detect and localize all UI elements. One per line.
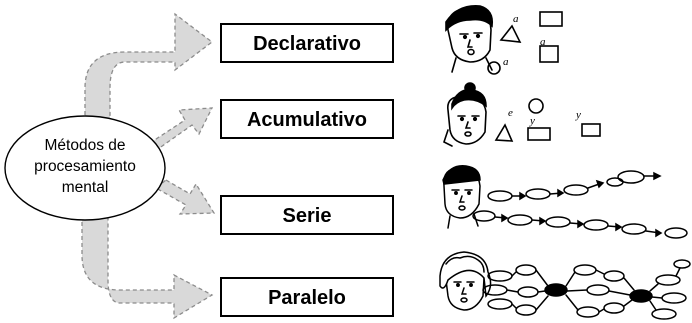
face-with-scattered-symbols-icon: a a a xyxy=(445,5,563,75)
method-label-acumulativo: Acumulativo xyxy=(247,109,367,131)
symbol-a-3: a xyxy=(540,36,546,48)
symbol-a-1: a xyxy=(513,13,519,25)
arrow-to-acumulativo xyxy=(148,107,214,150)
face-with-parallel-network-icon xyxy=(439,251,691,320)
arrow-to-paralelo xyxy=(81,214,214,320)
center-line-1: Métodos de xyxy=(45,137,126,154)
method-box-declarativo: Declarativo xyxy=(220,23,394,63)
center-line-3: mental xyxy=(62,179,109,196)
method-box-acumulativo: Acumulativo xyxy=(220,99,394,139)
arrow-to-serie xyxy=(154,179,216,215)
symbol-y-2: y xyxy=(575,109,581,121)
arrows xyxy=(81,12,216,320)
symbol-a-2: a xyxy=(503,56,509,68)
method-label-paralelo: Paralelo xyxy=(268,287,346,309)
center-line-2: procesamiento xyxy=(34,158,136,175)
arrow-to-declarativo xyxy=(84,12,214,151)
method-label-declarativo: Declarativo xyxy=(253,33,361,55)
symbol-y-1: y xyxy=(529,115,535,127)
method-label-serie: Serie xyxy=(283,205,332,227)
face-with-grouped-symbols-icon: e y y xyxy=(443,82,601,147)
center-node: Métodos de procesamiento mental xyxy=(4,115,166,221)
method-box-paralelo: Paralelo xyxy=(220,277,394,317)
method-box-serie: Serie xyxy=(220,195,394,235)
face-with-serial-chains-icon xyxy=(442,165,688,239)
symbol-e: e xyxy=(508,107,513,119)
